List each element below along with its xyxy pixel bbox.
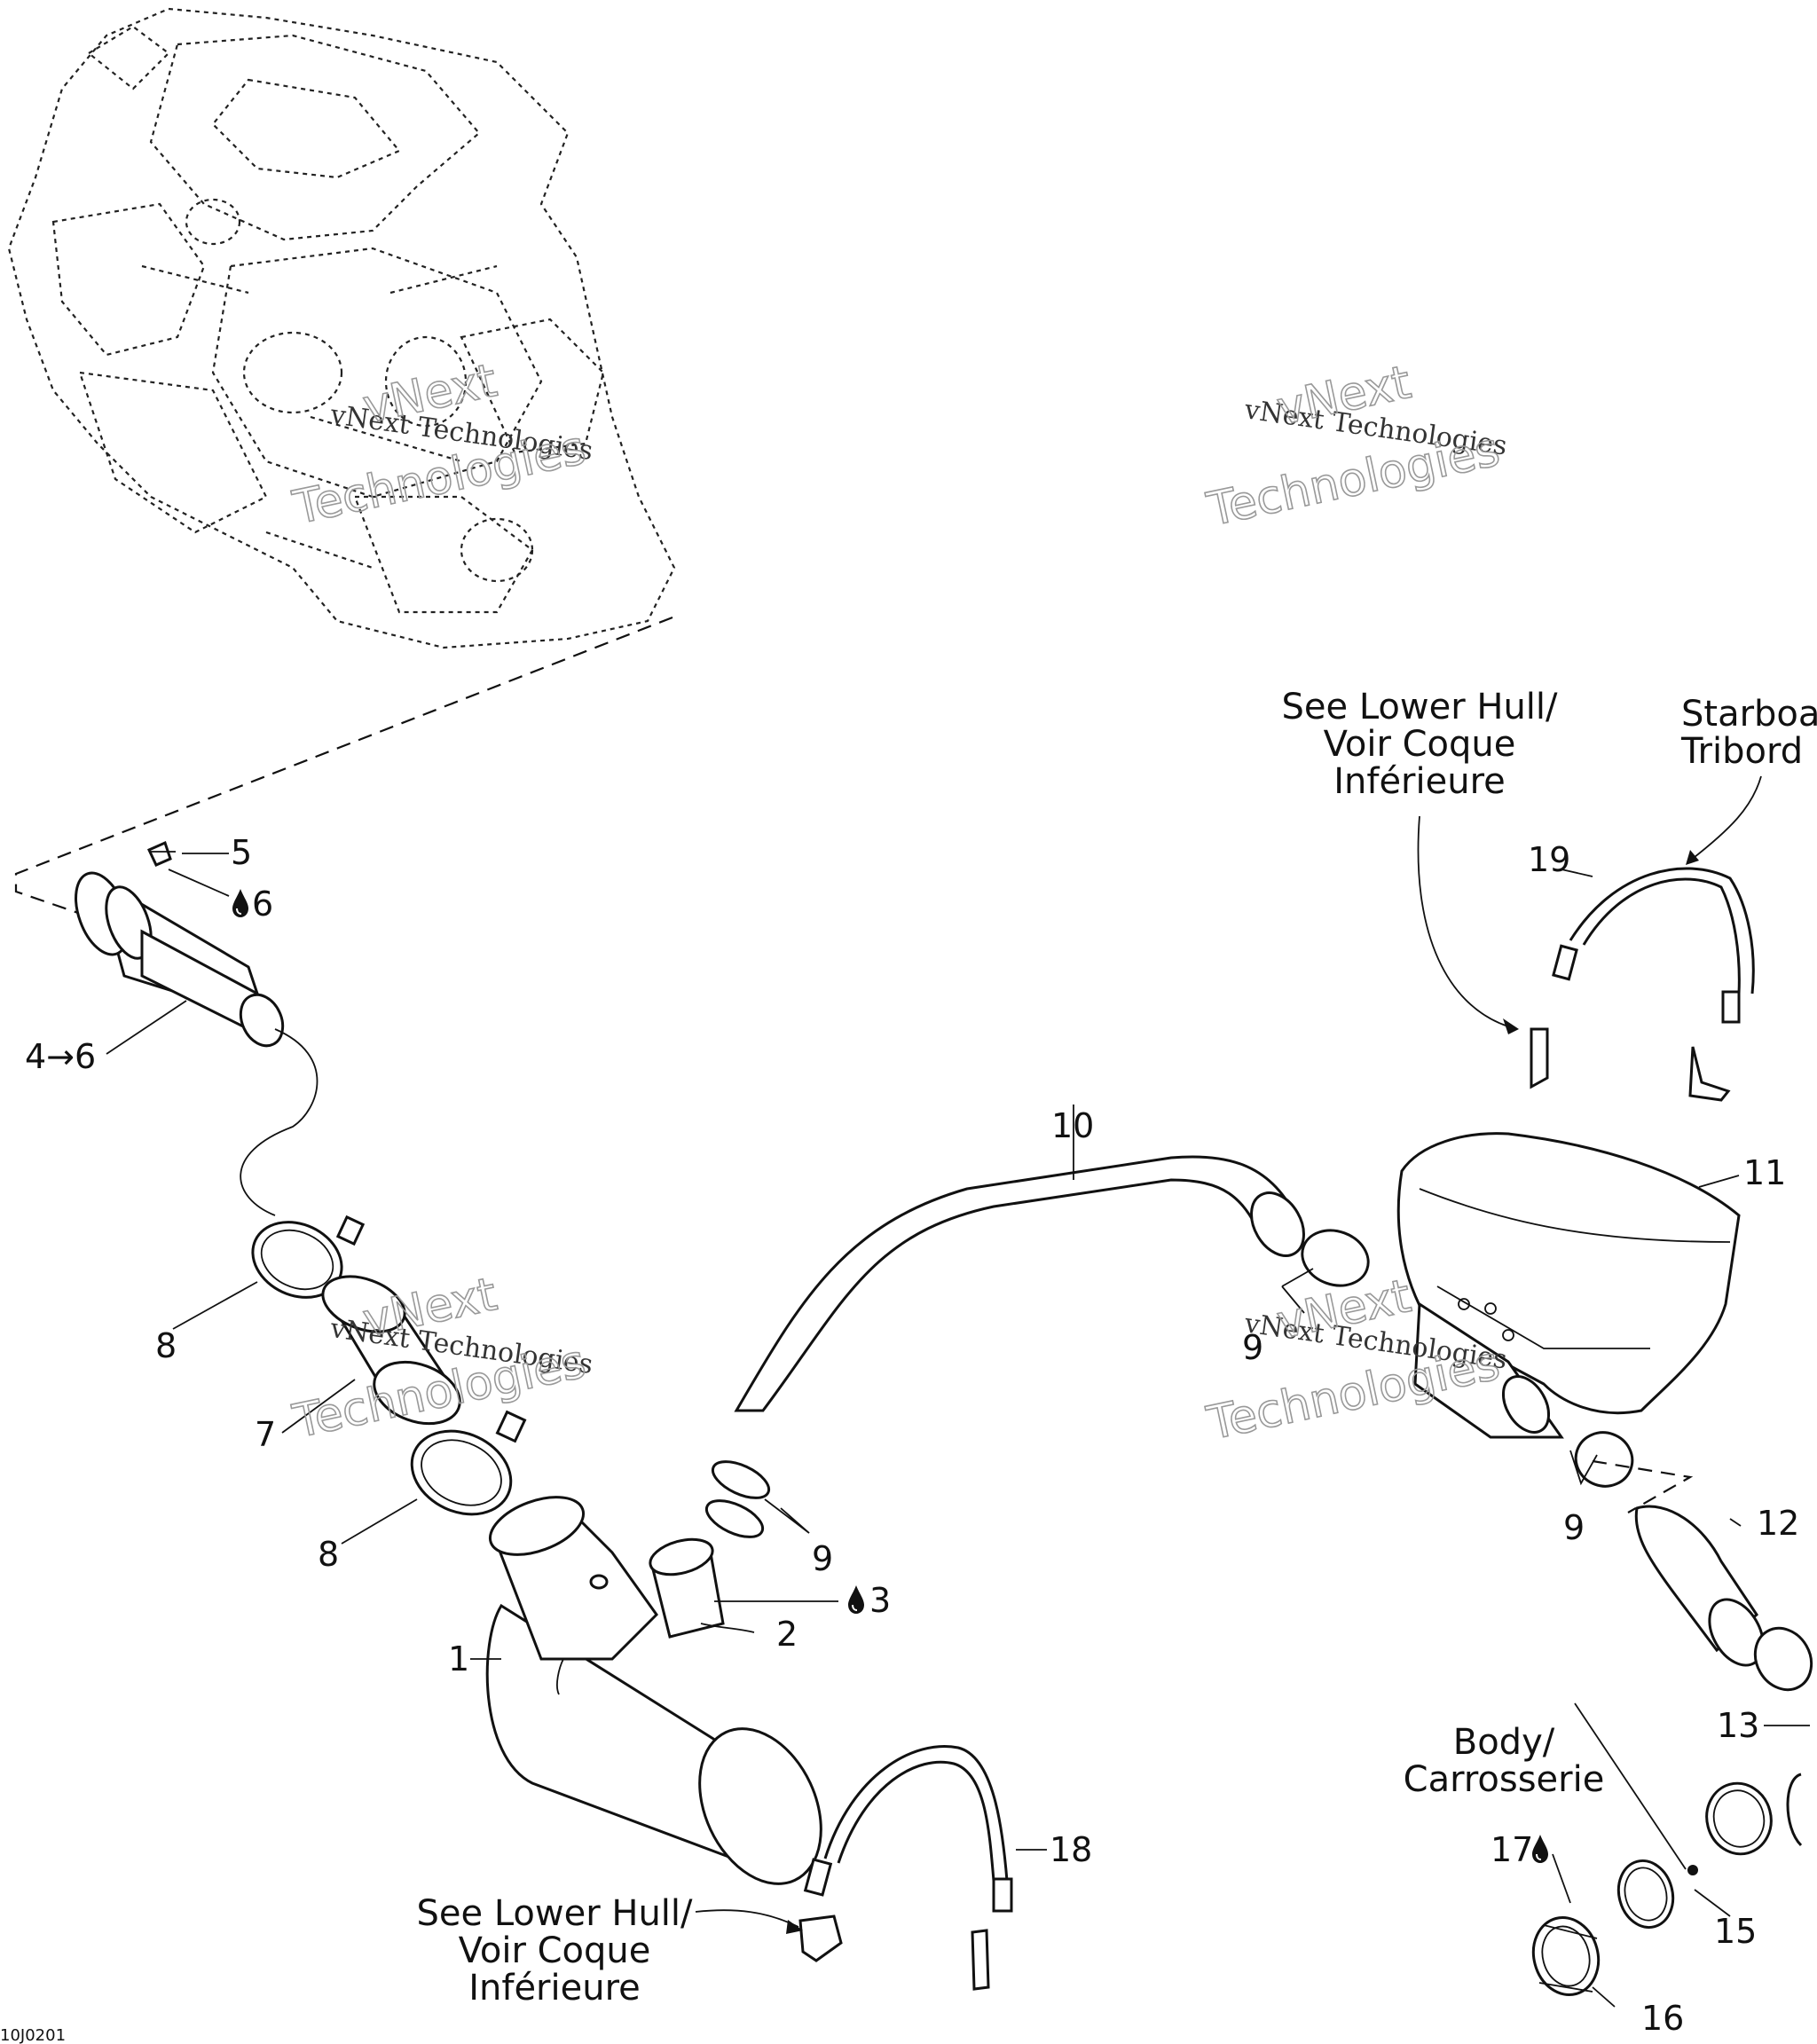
- hose-routing-curve: [240, 1028, 319, 1216]
- note-line: Starboa: [1681, 694, 1817, 735]
- callout-10: 10: [1051, 1106, 1094, 1145]
- callout-1: 1: [448, 1639, 469, 1678]
- note-line: See Lower Hull/: [417, 1893, 694, 1934]
- oil-drop-icon: [848, 1585, 864, 1614]
- oil-drop-icon: [1532, 1835, 1548, 1863]
- callout-7: 7: [255, 1415, 276, 1454]
- callouts: 5 6 4→6 8 7 8 1 2 3 9 10 11 9 9 12 13 17…: [25, 833, 1799, 2038]
- engine-phantom: [7, 7, 676, 649]
- callout-9-mid: 9: [1242, 1328, 1263, 1367]
- note-starboard: Starboa Tribord: [1680, 694, 1817, 772]
- part-clamp-8-upper: [251, 1215, 366, 1299]
- callout-12: 12: [1757, 1504, 1799, 1543]
- note-line: Inférieure: [468, 1968, 641, 2009]
- part-strap-19: [1552, 867, 1755, 1024]
- note-line: Voir Coque: [459, 1930, 651, 1971]
- part-muffler-1: [485, 1496, 822, 1885]
- callout-8-lower: 8: [318, 1535, 339, 1574]
- part-clamp-8-lower: [410, 1410, 527, 1516]
- callout-15: 15: [1714, 1912, 1757, 1951]
- part-outlet-fitting: [75, 840, 285, 1048]
- callout-5: 5: [231, 833, 252, 872]
- brackets-lower-hull-bottom: [798, 1914, 990, 1991]
- callout-19: 19: [1528, 840, 1570, 879]
- callout-11: 11: [1743, 1153, 1786, 1192]
- note-line: Carrosserie: [1404, 1759, 1605, 1800]
- part-pipe-10: [734, 1155, 1305, 1412]
- note-lower-hull-top: See Lower Hull/ Voir Coque Inférieure: [1282, 687, 1559, 802]
- callout-6: 6: [252, 884, 273, 924]
- oil-drop-icon: [232, 889, 248, 917]
- callout-9-left: 9: [812, 1539, 833, 1578]
- callout-18: 18: [1050, 1830, 1092, 1869]
- part-nut-16: [1531, 1915, 1601, 1997]
- callout-17: 17: [1491, 1830, 1533, 1869]
- callout-4-to-6: 4→6: [25, 1037, 96, 1076]
- note-line: Inférieure: [1333, 761, 1506, 802]
- callout-8-upper: 8: [155, 1326, 177, 1365]
- part-hose-7: [321, 1275, 461, 1426]
- brackets-lower-hull-top: [1530, 1027, 1731, 1102]
- note-line: Voir Coque: [1324, 724, 1516, 765]
- part-clamps-9-right: [1301, 1229, 1634, 1488]
- part-resonator-11: [1396, 1132, 1741, 1439]
- note-line: See Lower Hull/: [1282, 687, 1559, 727]
- callout-16: 16: [1641, 1999, 1684, 2038]
- body-mount-point: [1687, 1865, 1698, 1875]
- callout-9-right: 9: [1563, 1508, 1585, 1547]
- note-line: Tribord: [1680, 731, 1803, 772]
- mount-boundary-line: [14, 616, 673, 924]
- callout-2: 2: [776, 1615, 798, 1654]
- part-gasket-15: [1616, 1859, 1675, 1930]
- leader-arrowheads: [786, 850, 1699, 1934]
- part-elbow-12: [1634, 1505, 1813, 1692]
- note-lower-hull-bottom: See Lower Hull/ Voir Coque Inférieure: [417, 1893, 694, 2009]
- note-body: Body/ Carrosserie: [1404, 1722, 1605, 1800]
- note-line: Body/: [1453, 1722, 1555, 1763]
- figure-code: 10J0201: [0, 2026, 66, 2044]
- part-seal-13: [1705, 1773, 1803, 1856]
- part-strap-18: [803, 1745, 1013, 1913]
- part-clamps-9-pair: [704, 1460, 771, 1538]
- callout-3: 3: [869, 1581, 891, 1620]
- part-outlet-2: [649, 1537, 725, 1639]
- callout-13: 13: [1717, 1706, 1759, 1745]
